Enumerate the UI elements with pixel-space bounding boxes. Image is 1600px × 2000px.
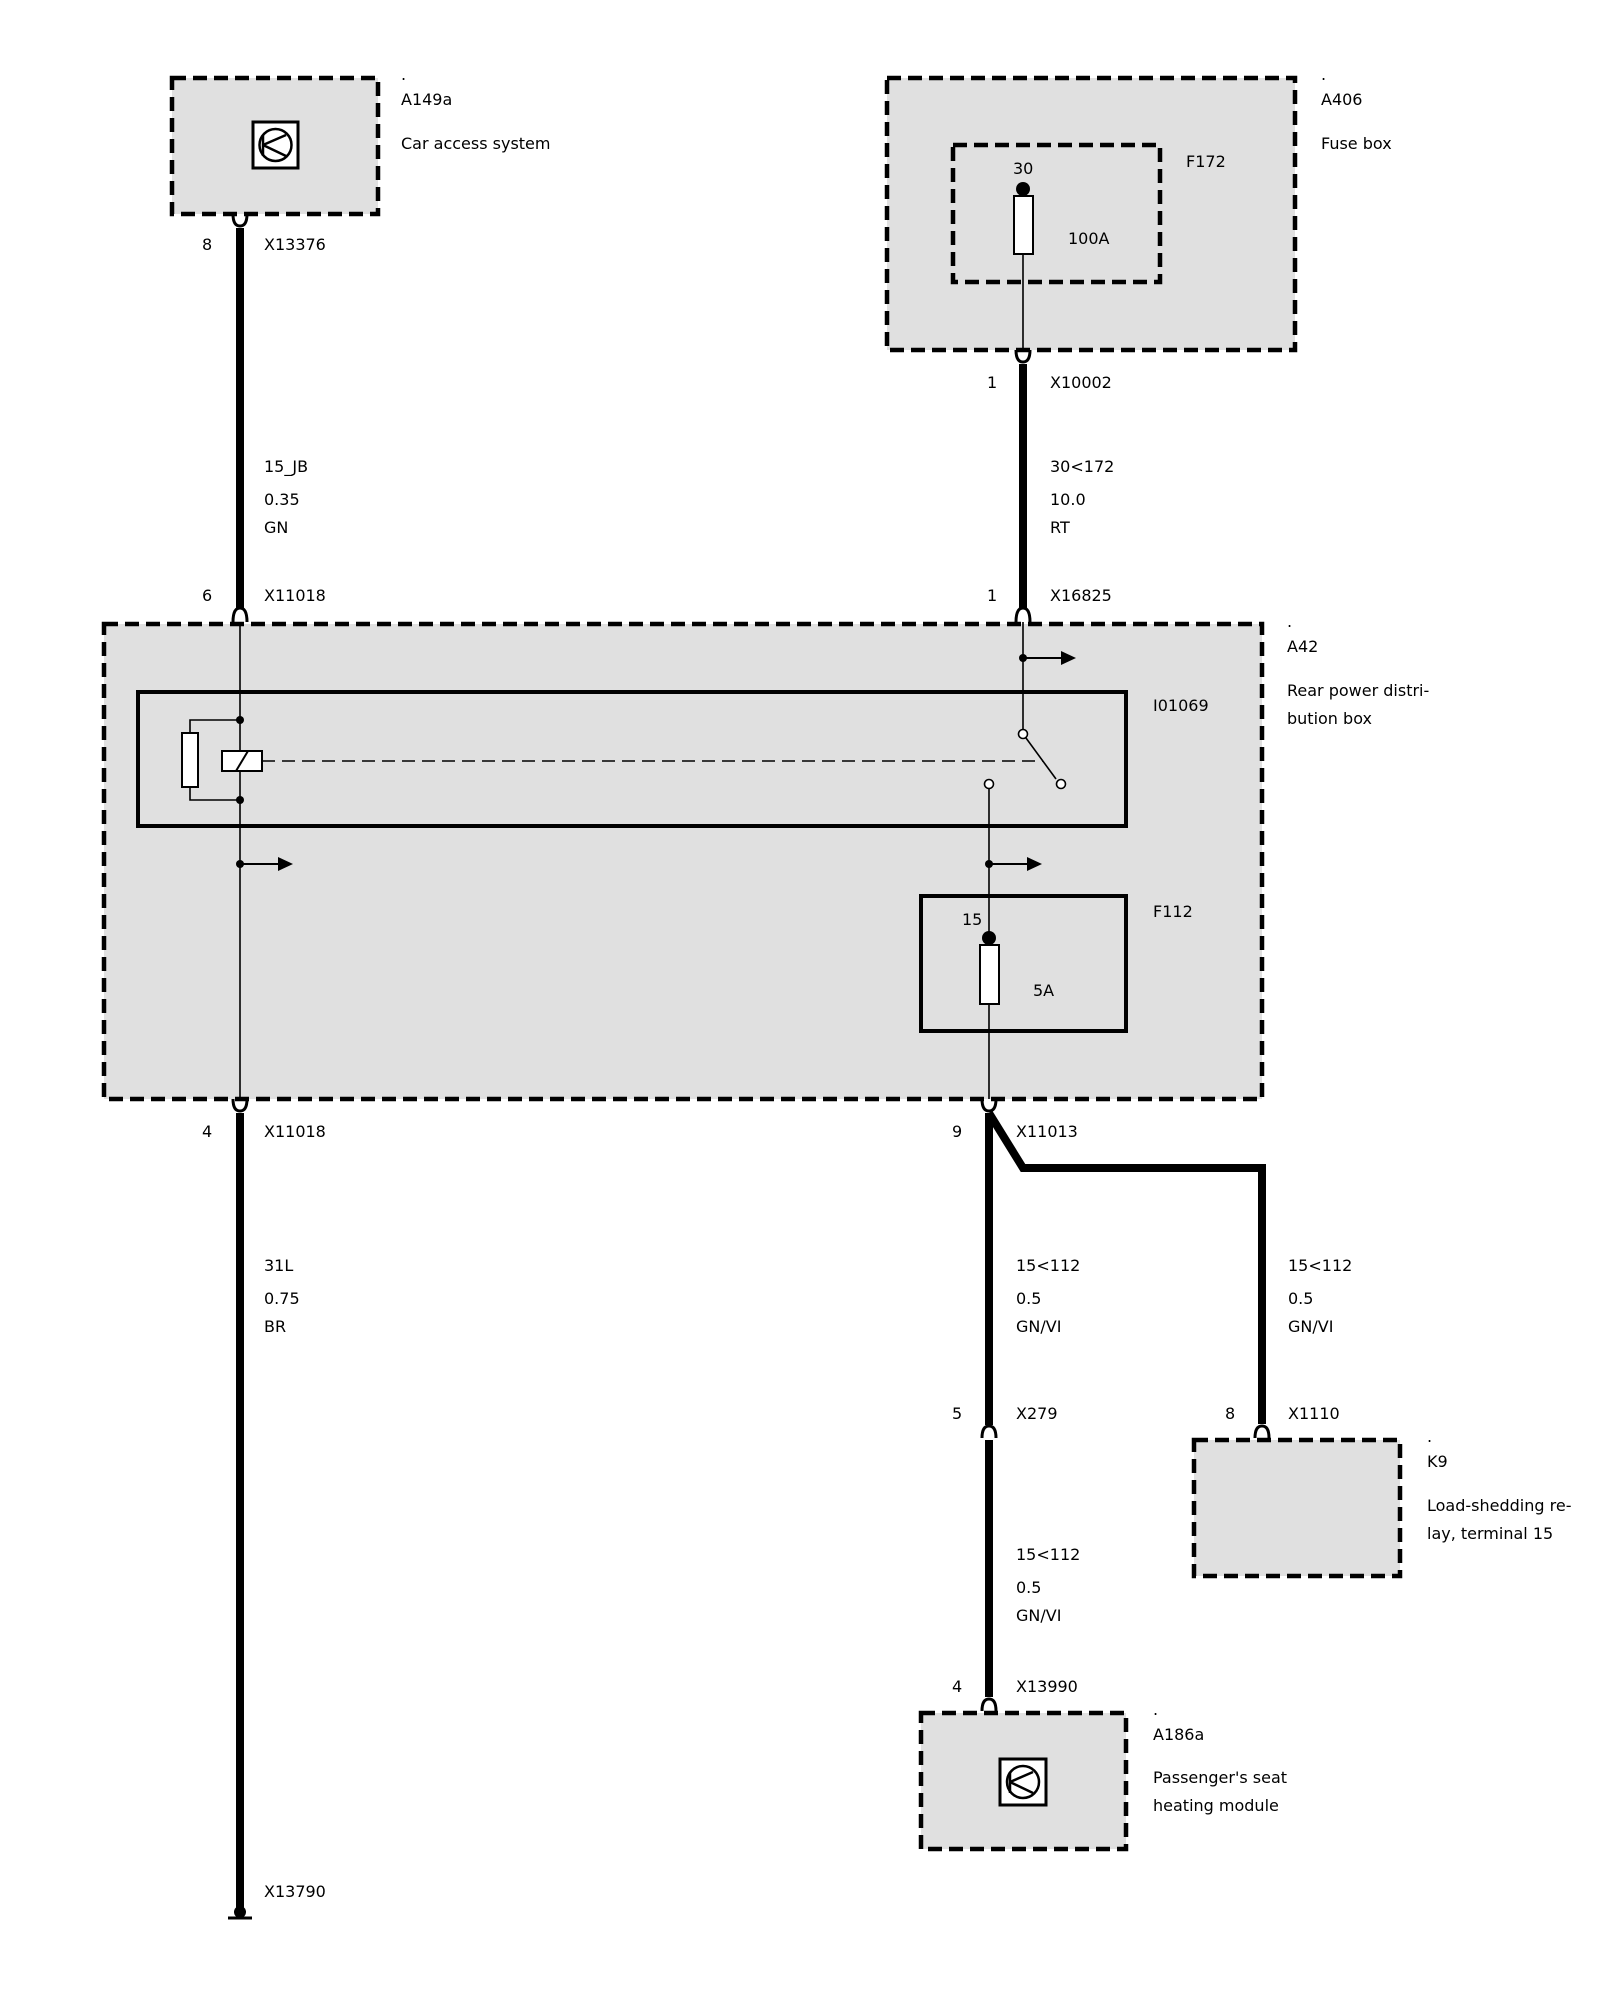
- continuation-arrow-icon: [1023, 651, 1076, 665]
- relay-switch-blade: [1025, 737, 1057, 780]
- a406-desc: Fuse box: [1321, 134, 1392, 153]
- connector-fork-x13990: [980, 1697, 998, 1712]
- wire-size: 0.5: [1016, 1289, 1041, 1308]
- a186a-id: A186a: [1153, 1725, 1204, 1744]
- wire-signal: 30<172: [1050, 457, 1114, 476]
- a42-desc-line2: bution box: [1287, 709, 1372, 728]
- wire-15-112-branch-k9: [985, 1110, 1266, 1424]
- ground-terminal-x13790: [228, 1906, 252, 1920]
- wire-size: 10.0: [1050, 490, 1086, 509]
- a149a-id: A149a: [401, 90, 452, 109]
- connector-fork-x11013: [980, 1098, 998, 1113]
- relay-contact-common: [1017, 728, 1029, 740]
- f112-terminal-dot: [982, 931, 996, 945]
- fuse-icon-f112: [979, 944, 1000, 1005]
- a186a-desc-line2: heating module: [1153, 1796, 1279, 1815]
- wire-signal: 31L: [264, 1256, 293, 1275]
- relay-coil-slash: [235, 750, 249, 772]
- connector-fork-x13376: [231, 213, 249, 228]
- relay-contact-output: [983, 778, 995, 790]
- a42-id: A42: [1287, 637, 1318, 656]
- connector-fork-x16825: [1014, 606, 1032, 623]
- a42-box: [101, 621, 1265, 1102]
- connector-pin: 1: [987, 586, 997, 605]
- f172-terminal-dot: [1016, 182, 1030, 196]
- connector-pin: 1: [987, 373, 997, 392]
- connector-id: X10002: [1050, 373, 1112, 392]
- junction-dot: [236, 716, 244, 724]
- wire-color: GN/VI: [1016, 1317, 1061, 1336]
- a186a-desc-line1: Passenger's seat: [1153, 1768, 1287, 1787]
- wire-size: 0.5: [1288, 1289, 1313, 1308]
- junction-dot: [236, 796, 244, 804]
- wire-size: 0.75: [264, 1289, 300, 1308]
- continuation-arrow-icon: [989, 857, 1042, 871]
- wire-color: RT: [1050, 518, 1070, 537]
- connector-id: X13990: [1016, 1677, 1078, 1696]
- f112-terminal: 15: [962, 910, 982, 929]
- k9-desc-line2: lay, terminal 15: [1427, 1524, 1553, 1543]
- a186a-dot: .: [1153, 1700, 1158, 1719]
- a149a-desc: Car access system: [401, 134, 550, 153]
- fuse-icon-f172: [1013, 195, 1034, 255]
- connector-pin: 4: [952, 1677, 962, 1696]
- k9-box: [1191, 1437, 1403, 1579]
- relay-resistor: [181, 732, 199, 788]
- connector-fork-x279: [980, 1424, 998, 1439]
- wire-color: GN/VI: [1288, 1317, 1333, 1336]
- connector-id: X11013: [1016, 1122, 1078, 1141]
- wire-signal: 15<112: [1016, 1545, 1080, 1564]
- connector-id: X13790: [264, 1882, 326, 1901]
- wire-size: 0.5: [1016, 1578, 1041, 1597]
- connector-id: X279: [1016, 1404, 1058, 1423]
- continuation-arrow-icon: [240, 857, 293, 871]
- connector-id: X11018: [264, 1122, 326, 1141]
- connector-fork-x11018-top: [231, 606, 249, 623]
- wire-signal: 15_JB: [264, 457, 308, 477]
- connector-pin: 9: [952, 1122, 962, 1141]
- a406-id: A406: [1321, 90, 1362, 109]
- k9-id: K9: [1427, 1452, 1448, 1471]
- f112-box: [919, 894, 1128, 1033]
- wire-color: GN: [264, 518, 288, 537]
- connector-id: X11018: [264, 586, 326, 605]
- wire-signal: 15<112: [1016, 1256, 1080, 1275]
- connector-fork-x1110: [1253, 1424, 1271, 1439]
- connector-fork-x11018-bottom: [231, 1098, 249, 1113]
- wire-size: 0.35: [264, 490, 300, 509]
- connector-pin: 5: [952, 1404, 962, 1423]
- connector-id: X13376: [264, 235, 326, 254]
- a42-dot: .: [1287, 612, 1292, 631]
- relay-id: I01069: [1153, 696, 1209, 715]
- connector-id: X16825: [1050, 586, 1112, 605]
- connector-pin: 8: [202, 235, 212, 254]
- f112-id: F112: [1153, 902, 1193, 921]
- wire-color: BR: [264, 1317, 286, 1336]
- f172-terminal: 30: [1013, 159, 1033, 178]
- a186a-control-unit-icon: [998, 1757, 1048, 1807]
- connector-id: X1110: [1288, 1404, 1340, 1423]
- connector-fork-x10002: [1014, 349, 1032, 364]
- relay-contact-open: [1055, 778, 1067, 790]
- a149a-dot: .: [401, 65, 406, 84]
- f172-id: F172: [1186, 152, 1226, 171]
- a42-desc-line1: Rear power distri-: [1287, 681, 1429, 700]
- connector-pin: 8: [1225, 1404, 1235, 1423]
- relay-box-i01069: [136, 690, 1128, 828]
- k9-dot: .: [1427, 1427, 1432, 1446]
- k9-desc-line1: Load-shedding re-: [1427, 1496, 1571, 1515]
- wire-color: GN/VI: [1016, 1606, 1061, 1625]
- connector-pin: 4: [202, 1122, 212, 1141]
- a149a-control-unit-icon: [251, 120, 300, 170]
- connector-pin: 6: [202, 586, 212, 605]
- a406-dot: .: [1321, 65, 1326, 84]
- wire-signal: 15<112: [1288, 1256, 1352, 1275]
- f172-rating: 100A: [1068, 229, 1110, 248]
- f112-rating: 5A: [1033, 981, 1054, 1000]
- f172-box: [950, 142, 1163, 285]
